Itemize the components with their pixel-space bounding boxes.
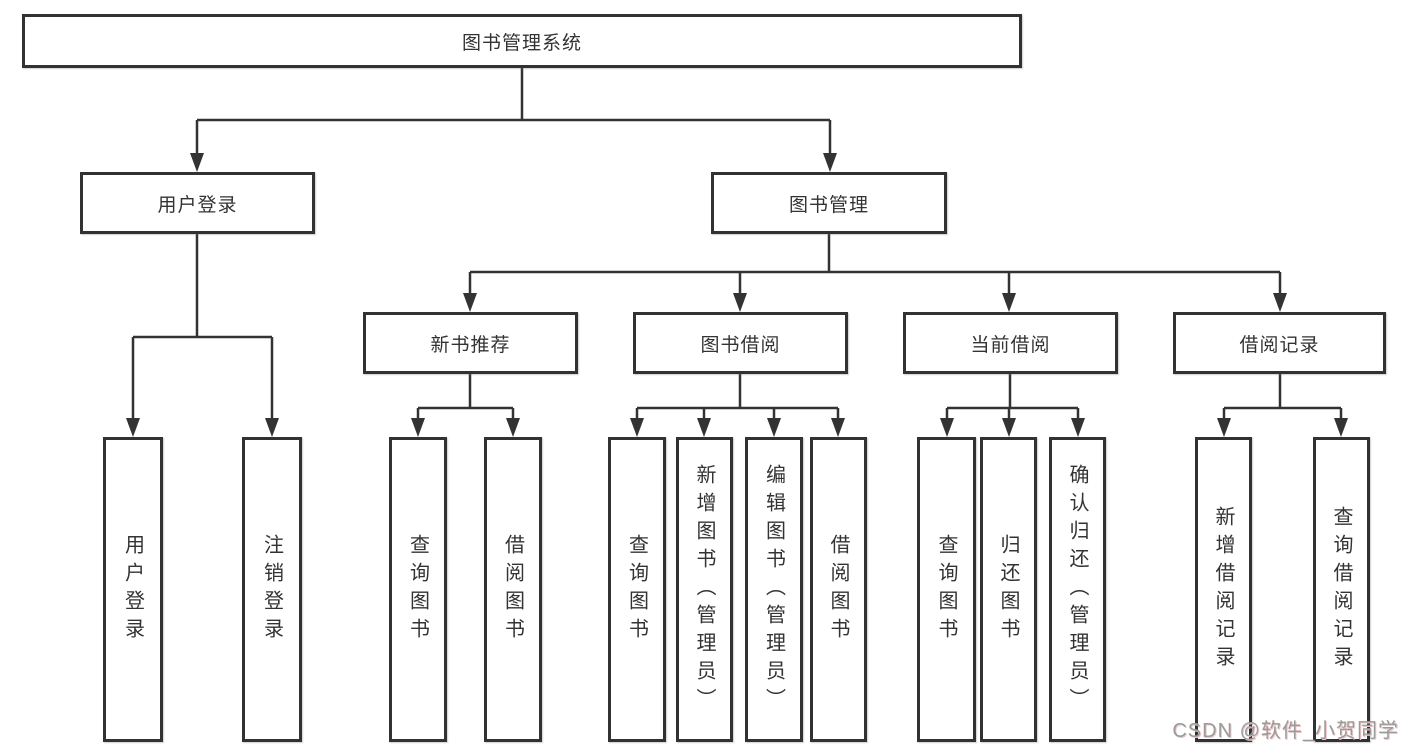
leaf-record-add: 新增借阅记录: [1195, 437, 1252, 742]
leaf-user-login-label: 用户登录: [121, 533, 144, 646]
leaf-recommend-borrow-books-label: 借阅图书: [501, 533, 524, 646]
arrowhead-group: [126, 153, 1348, 437]
leaf-current-query-books: 查询图书: [917, 437, 976, 742]
node-user-login: 用户登录: [80, 172, 315, 234]
leaf-current-return-books-label: 归还图书: [997, 533, 1019, 646]
node-root: 图书管理系统: [22, 14, 1022, 68]
leaf-current-query-books-label: 查询图书: [935, 533, 957, 646]
node-book-borrow-label: 图书借阅: [700, 334, 781, 356]
leaf-current-confirm-return: 确认归还（管理员）: [1049, 437, 1106, 742]
leaf-borrow-add-books-label: 新增图书（管理员）: [693, 463, 715, 716]
csdn-watermark: CSDN @软件_小贺同学: [1172, 720, 1399, 742]
leaf-current-return-books: 归还图书: [980, 437, 1037, 742]
node-root-label: 图书管理系统: [461, 32, 582, 54]
leaf-borrow-borrow-books-label: 借阅图书: [827, 533, 849, 646]
node-borrow-record: 借阅记录: [1173, 312, 1386, 374]
leaf-user-login: 用户登录: [103, 437, 163, 742]
node-current-borrow-label: 当前借阅: [970, 334, 1051, 356]
leaf-recommend-borrow-books: 借阅图书: [484, 437, 542, 742]
leaf-logout-login-label: 注销登录: [260, 533, 283, 646]
leaf-borrow-query-books: 查询图书: [608, 437, 666, 742]
leaf-record-add-label: 新增借阅记录: [1212, 505, 1234, 674]
leaf-current-confirm-return-label: 确认归还（管理员）: [1066, 463, 1088, 716]
leaf-borrow-query-books-label: 查询图书: [625, 533, 648, 646]
leaf-borrow-add-books: 新增图书（管理员）: [676, 437, 733, 742]
node-current-borrow: 当前借阅: [903, 312, 1118, 374]
leaf-borrow-edit-books: 编辑图书（管理员）: [745, 437, 803, 742]
leaf-recommend-query-books: 查询图书: [389, 437, 447, 742]
node-user-login-label: 用户登录: [157, 194, 238, 216]
node-new-book-recommend: 新书推荐: [363, 312, 578, 374]
node-book-management-label: 图书管理: [788, 194, 869, 216]
leaf-record-query: 查询借阅记录: [1313, 437, 1370, 742]
node-book-management: 图书管理: [711, 172, 947, 234]
leaf-recommend-query-books-label: 查询图书: [406, 533, 429, 646]
node-book-borrow: 图书借阅: [633, 312, 848, 374]
node-borrow-record-label: 借阅记录: [1239, 334, 1320, 356]
leaf-record-query-label: 查询借阅记录: [1330, 505, 1352, 674]
node-new-book-recommend-label: 新书推荐: [430, 334, 511, 356]
leaf-borrow-borrow-books: 借阅图书: [810, 437, 867, 742]
leaf-borrow-edit-books-label: 编辑图书（管理员）: [762, 463, 785, 716]
leaf-logout-login: 注销登录: [242, 437, 302, 742]
